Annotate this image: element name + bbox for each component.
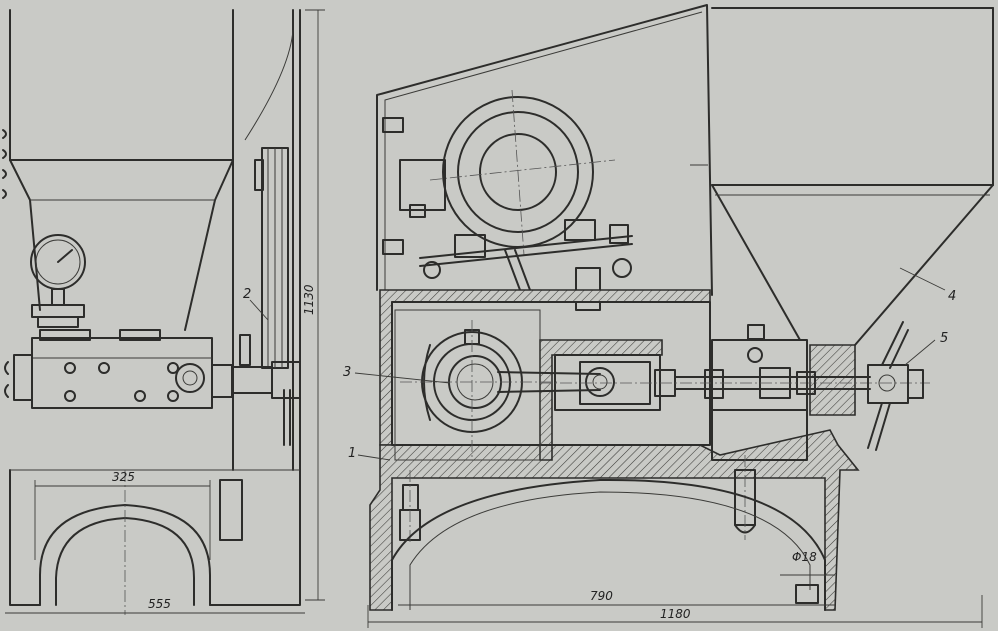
base-bolts [391, 455, 826, 611]
dim-1180: 1180 [660, 607, 691, 621]
callout-5: 5 [940, 331, 948, 346]
callout-leaders [354, 267, 946, 461]
pump-chamber [711, 324, 808, 461]
motor-mount [419, 224, 633, 311]
front-dimensions [367, 574, 983, 628]
pump-block [4, 329, 301, 409]
side-view: 325 555 1130 2 [2, 9, 325, 615]
frame-casting [369, 289, 860, 611]
dim-790: 790 [590, 589, 613, 603]
motor [399, 89, 616, 258]
pressure-gauge [30, 234, 86, 328]
callout-3: 3 [343, 365, 351, 380]
hopper [711, 7, 994, 346]
crank-eccentric [400, 320, 560, 460]
side-hopper [2, 9, 234, 331]
crosshead [554, 354, 676, 411]
side-dimensions [5, 9, 325, 614]
dim-1130: 1130 [302, 284, 316, 315]
pulley [254, 147, 291, 446]
callout-4: 4 [948, 289, 956, 304]
dim-phi18: Φ18 [792, 550, 817, 564]
side-base [9, 469, 301, 615]
callout-1: 1 [348, 446, 356, 461]
valve-handle [867, 321, 924, 451]
dim-325: 325 [112, 470, 135, 484]
guard-housing [376, 4, 713, 296]
dim-555: 555 [148, 597, 171, 611]
connecting-rod [497, 367, 615, 397]
callout-2: 2 [243, 287, 251, 302]
front-view: 790 1180 Φ18 1 3 4 5 [343, 4, 994, 628]
